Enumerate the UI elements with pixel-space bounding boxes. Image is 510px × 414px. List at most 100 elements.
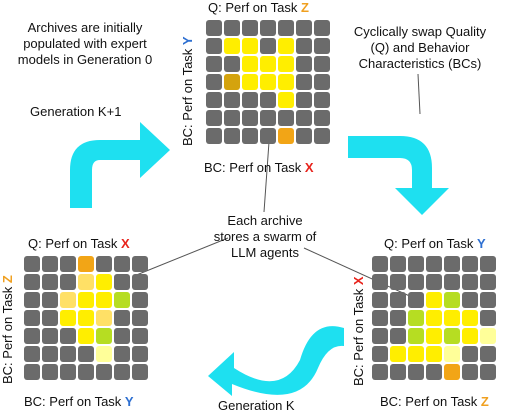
top-archive-cell	[314, 110, 330, 126]
bottom-left-archive-cell	[42, 328, 58, 344]
bottom-left-archive-cell	[78, 256, 94, 272]
bottom-right-archive-cell	[444, 310, 460, 326]
bottom-right-archive-cell	[480, 346, 496, 362]
bottom-right-archive-cell	[372, 346, 388, 362]
note-archives-initial-line-2: populated with expert	[23, 36, 147, 51]
note-cyclic-swap: Cyclically swap Quality (Q) and Behavior…	[340, 24, 500, 72]
bottom-left-archive-cell	[132, 328, 148, 344]
bottom-right-archive-cell	[426, 310, 442, 326]
top-archive-cell	[224, 38, 240, 54]
bottom-right-archive-cell	[462, 364, 478, 380]
label-generation-k-plus-1: Generation K+1	[30, 104, 122, 119]
top-archive-cell	[206, 38, 222, 54]
top-archive-cell	[224, 56, 240, 72]
bottom-left-archive-cell	[60, 310, 76, 326]
top-archive-cell	[278, 74, 294, 90]
top-archive-cell	[314, 92, 330, 108]
bottom-left-archive-cell	[24, 328, 40, 344]
top-archive-cell	[314, 128, 330, 144]
top-archive-bc-x-label: BC: Perf on Task X	[204, 160, 314, 176]
bottom-left-archive-cell	[24, 310, 40, 326]
bottom-left-archive-cell	[24, 274, 40, 290]
top-archive-cell	[296, 110, 312, 126]
bottom-right-archive-cell	[444, 274, 460, 290]
bottom-left-archive-cell	[78, 310, 94, 326]
top-archive-cell	[206, 74, 222, 90]
bottom-right-archive-cell	[444, 292, 460, 308]
bottom-left-archive-cell	[42, 292, 58, 308]
bottom-right-archive-cell	[408, 310, 424, 326]
top-archive-q-label: Q: Perf on Task Z	[208, 0, 309, 16]
note-swarm: Each archive stores a swarm of LLM agent…	[200, 213, 330, 261]
top-archive-cell	[206, 56, 222, 72]
bottom-left-archive-cell	[96, 310, 112, 326]
top-archive-cell	[296, 128, 312, 144]
top-archive-cell	[206, 92, 222, 108]
top-archive-cell	[314, 74, 330, 90]
top-archive-bc-y-label: BC: Perf on Task Y	[180, 36, 195, 146]
bottom-left-archive-cell	[24, 364, 40, 380]
bottom-left-archive-cell	[78, 328, 94, 344]
top-archive-cell	[278, 38, 294, 54]
bottom-right-archive-cell	[408, 364, 424, 380]
top-archive-q-prefix: Q: Perf on Task	[208, 0, 301, 15]
bottom-left-archive-cell	[60, 274, 76, 290]
top-archive-cell	[224, 92, 240, 108]
arrow-generation-k-plus-1	[70, 122, 170, 208]
bottom-left-archive-cell	[24, 346, 40, 362]
top-archive-cell	[242, 20, 258, 36]
bottom-left-archive-grid	[24, 256, 150, 382]
bottom-left-archive-bc-x-prefix: BC: Perf on Task	[24, 394, 125, 409]
bottom-right-archive-cell	[426, 328, 442, 344]
bottom-right-archive-cell	[426, 346, 442, 362]
note-swarm-line-1: Each archive	[227, 213, 303, 228]
bottom-right-archive-cell	[462, 346, 478, 362]
bottom-right-archive-bc-x-task: Z	[480, 394, 489, 409]
bottom-right-archive-cell	[390, 292, 406, 308]
bottom-left-archive-cell	[60, 292, 76, 308]
top-archive-cell	[224, 74, 240, 90]
bottom-left-archive-q-task: X	[120, 236, 130, 251]
bottom-left-archive-cell	[78, 274, 94, 290]
bottom-right-archive-cell	[462, 328, 478, 344]
bottom-right-archive-cell	[408, 292, 424, 308]
top-archive-cell	[242, 56, 258, 72]
top-archive-cell	[314, 56, 330, 72]
top-archive-cell	[242, 110, 258, 126]
top-archive-cell	[296, 38, 312, 54]
top-archive-cell	[278, 92, 294, 108]
bottom-left-archive-cell	[132, 274, 148, 290]
top-archive-cell	[296, 92, 312, 108]
bottom-right-archive-bc-y-task: X	[351, 276, 366, 286]
top-archive-grid	[206, 20, 332, 146]
bottom-left-archive-cell	[132, 292, 148, 308]
bottom-left-archive-cell	[78, 292, 94, 308]
bottom-left-archive-cell	[60, 364, 76, 380]
top-archive-bc-y-task: Y	[180, 36, 195, 46]
bottom-left-archive-q-prefix: Q: Perf on Task	[28, 236, 121, 251]
top-archive-cell	[206, 128, 222, 144]
bottom-right-archive-cell	[444, 364, 460, 380]
bottom-left-archive-cell	[42, 256, 58, 272]
bottom-right-archive-cell	[480, 256, 496, 272]
bottom-right-archive-cell	[372, 256, 388, 272]
note-archives-initial-line-1: Archives are initially	[27, 20, 143, 35]
bottom-left-archive-cell	[96, 256, 112, 272]
top-archive-cell	[260, 74, 276, 90]
bottom-right-archive-bc-x-label: BC: Perf on Task Z	[380, 394, 489, 410]
bottom-left-archive-cell	[114, 346, 130, 362]
bottom-right-archive-cell	[480, 310, 496, 326]
bottom-left-archive-q-label: Q: Perf on Task X	[28, 236, 130, 252]
top-archive-cell	[278, 110, 294, 126]
connector-line-swap	[417, 73, 421, 115]
bottom-right-archive-bc-x-prefix: BC: Perf on Task	[380, 394, 481, 409]
bottom-right-archive-cell	[408, 274, 424, 290]
bottom-right-archive-cell	[444, 256, 460, 272]
top-archive-bc-x-prefix: BC: Perf on Task	[204, 160, 305, 175]
bottom-left-archive-cell	[96, 274, 112, 290]
bottom-right-archive-bc-y-label: BC: Perf on Task X	[351, 276, 366, 386]
top-archive-cell	[224, 110, 240, 126]
top-archive-cell	[260, 128, 276, 144]
label-generation-k: Generation K	[218, 398, 295, 413]
